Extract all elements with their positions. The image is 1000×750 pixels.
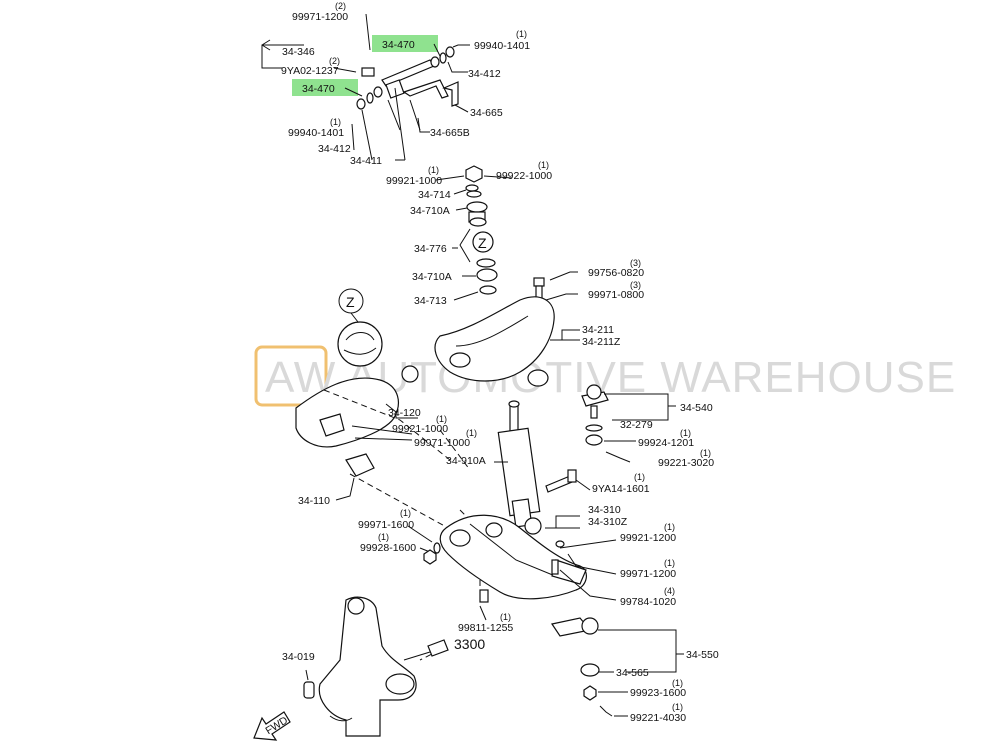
steering-knuckle-upper: Z xyxy=(295,288,419,477)
label-c3: 99940-1401 xyxy=(474,40,530,52)
qty-c46: (1) xyxy=(672,678,683,688)
qty-c13: (1) xyxy=(428,165,439,175)
label-c9: 99940-1401 xyxy=(288,127,344,139)
label-c34: 34-310 xyxy=(588,504,621,516)
label-c13: 99921-1000 xyxy=(386,175,442,187)
label-c47: 99221-4030 xyxy=(630,712,686,724)
label-c38: 99928-1600 xyxy=(360,542,416,554)
detail-marker-z-left: Z xyxy=(346,294,355,310)
highlight-box-bottom xyxy=(292,79,358,96)
label-c20: 34-713 xyxy=(414,295,447,307)
qty-c38: (1) xyxy=(378,532,389,542)
watermark-logo-icon xyxy=(254,345,328,407)
part-labels: (2) 99971-1200 34-470 (1) 99940-1401 34-… xyxy=(281,1,719,724)
label-c10: 34-665B xyxy=(430,127,470,139)
qty-c33: (1) xyxy=(634,472,645,482)
label-c37: 99921-1200 xyxy=(620,532,676,544)
label-c42: 3300 xyxy=(454,636,485,652)
label-c22: 34-211 xyxy=(582,324,614,336)
qty-c25: (1) xyxy=(436,414,447,424)
nut-small xyxy=(423,549,437,565)
label-c7: 34-470 xyxy=(302,83,335,95)
highlight-box-top xyxy=(372,35,438,52)
label-c25: 99921-1000 xyxy=(392,423,448,435)
label-c31: 99221-3020 xyxy=(658,457,714,469)
label-c5: 9YA02-1237 xyxy=(281,65,339,77)
label-c26: 99971-1000 xyxy=(414,437,470,449)
shock-bolt xyxy=(545,469,577,493)
label-c24: 34-120 xyxy=(388,407,421,419)
steering-knuckle xyxy=(303,596,417,737)
qty-c37: (1) xyxy=(664,522,675,532)
shock-absorber xyxy=(497,400,542,535)
qty-c1: (2) xyxy=(335,1,346,11)
qty-c40: (4) xyxy=(664,586,675,596)
qty-c19: (3) xyxy=(630,258,641,268)
qty-c14: (1) xyxy=(538,160,549,170)
label-c45: 34-565 xyxy=(616,667,649,679)
label-c36: 99971-1600 xyxy=(358,519,414,531)
label-c46: 99923-1600 xyxy=(630,687,686,699)
label-c14: 99922-1000 xyxy=(496,170,552,182)
qty-c39: (1) xyxy=(664,558,675,568)
fwd-arrow-icon: FWD xyxy=(253,711,291,741)
lower-control-arm xyxy=(439,514,587,600)
qty-c9: (1) xyxy=(330,117,341,127)
label-c40: 99784-1020 xyxy=(620,596,676,608)
qty-c26: (1) xyxy=(466,428,477,438)
qty-c36: (1) xyxy=(400,508,411,518)
qty-c41: (1) xyxy=(500,612,511,622)
label-c23: 34-211Z xyxy=(582,336,621,348)
stabilizer-link-assembly xyxy=(351,13,459,161)
label-c27: 34-540 xyxy=(680,402,713,414)
label-c29: 99924-1201 xyxy=(638,437,694,449)
label-c30: 34-910A xyxy=(446,455,486,467)
strut-mount-stack xyxy=(459,165,498,295)
upper-control-arm xyxy=(434,296,555,387)
label-c19: 99756-0820 xyxy=(588,267,644,279)
label-c11: 34-412 xyxy=(318,143,351,155)
label-c18: 34-710A xyxy=(412,271,452,283)
qty-c31: (1) xyxy=(700,448,711,458)
qty-c3: (1) xyxy=(516,29,527,39)
label-c43: 34-019 xyxy=(282,651,315,663)
label-c35: 34-310Z xyxy=(588,516,628,528)
detail-marker-z: Z xyxy=(478,235,487,251)
reference-3300-arrow xyxy=(403,639,449,661)
upper-ball-joint xyxy=(581,384,609,446)
label-c44: 34-550 xyxy=(686,649,719,661)
label-c8: 34-665 xyxy=(470,107,503,119)
label-c4: 34-346 xyxy=(282,46,315,58)
label-c17: 34-776 xyxy=(414,243,447,255)
qty-c5: (2) xyxy=(329,56,340,66)
label-c16: 34-710A xyxy=(410,205,450,217)
label-c1: 99971-1200 xyxy=(292,11,348,23)
qty-c47: (1) xyxy=(672,702,683,712)
label-c41: 99811-1255 xyxy=(458,622,513,634)
label-c6: 34-412 xyxy=(468,68,501,80)
label-c12: 34-411 xyxy=(350,155,382,167)
label-c28: 32-279 xyxy=(620,419,653,431)
label-c32: 34-110 xyxy=(298,495,330,507)
label-c39: 99971-1200 xyxy=(620,568,676,580)
qty-c29: (1) xyxy=(680,428,691,438)
lower-ball-joint xyxy=(551,617,613,717)
washer-small xyxy=(433,542,441,554)
label-c2: 34-470 xyxy=(382,39,415,51)
label-c21: 99971-0800 xyxy=(588,289,644,301)
label-c15: 34-714 xyxy=(418,189,451,201)
qty-c21: (3) xyxy=(630,280,641,290)
label-c33: 9YA14-1601 xyxy=(592,483,650,495)
